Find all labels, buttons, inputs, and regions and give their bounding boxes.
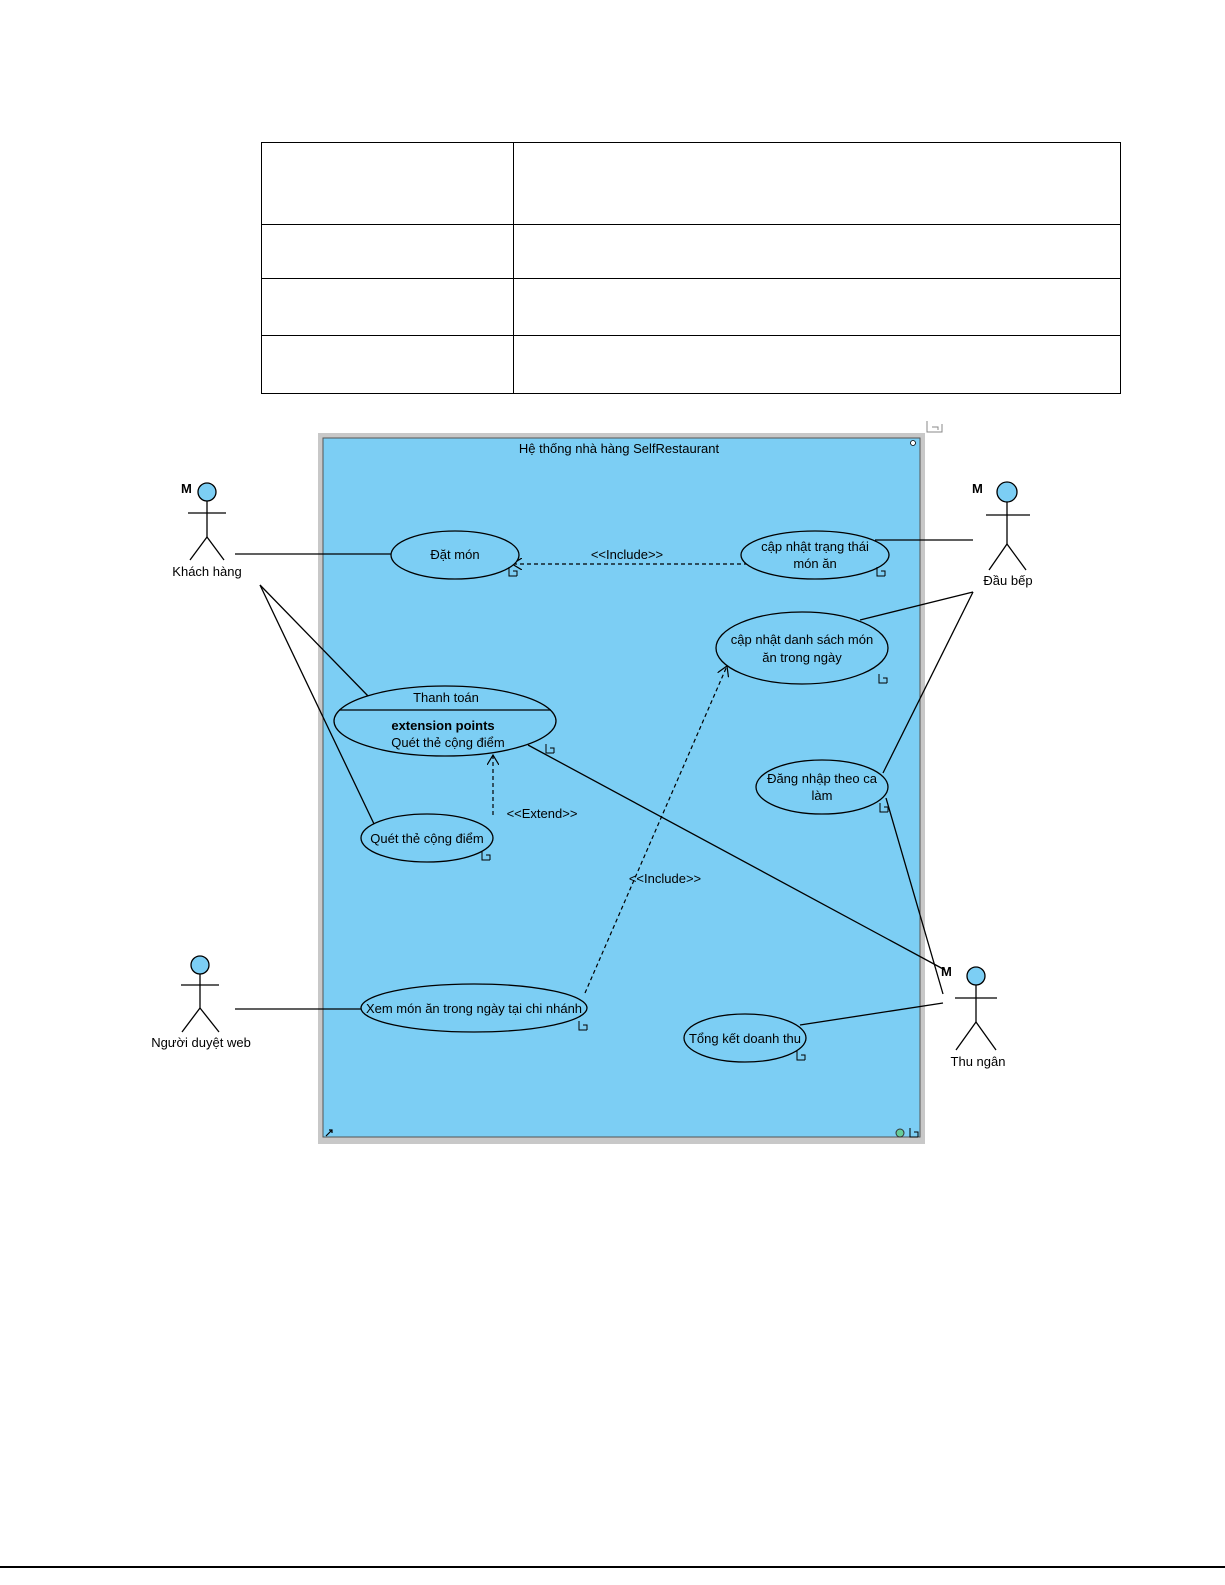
actor-marker: M [941,964,952,979]
system-title: Hệ thống nhà hàng SelfRestaurant [519,441,720,456]
actor-nguoi-duyet-web[interactable]: Người duyệt web [151,955,251,1050]
assoc-khachhang-thanhtoan [259,584,370,698]
actor-label: Thu ngân [951,1054,1006,1069]
usecase-dat-mon[interactable]: Đặt món [390,530,520,580]
table-cell [261,335,514,394]
usecase-tong-ket-doanh-thu[interactable]: Tổng kết doanh thu [683,1013,807,1063]
usecase-label: Đặt món [430,547,479,562]
actor-label: Khách hàng [172,564,241,579]
table-cell [261,224,514,279]
assoc-thungan-thanhtoan [527,744,946,971]
usecase-label: cập nhật danh sách món [731,632,873,647]
usecase-label: cập nhật trạng thái [761,539,869,554]
link-glyphs [481,567,889,1061]
table-row [261,278,1121,336]
extend-label: <<Extend>> [507,806,578,821]
usecase-label: làm [812,788,833,803]
actor-label: Người duyệt web [151,1035,251,1050]
actor-label: Đầu bếp [983,573,1032,588]
usecase-label: Đăng nhập theo ca [767,771,878,786]
actor-khach-hang[interactable]: M Khách hàng [172,481,241,579]
usecase-cap-nhat-trang-thai[interactable]: cập nhật trạng thái món ăn [740,530,890,580]
include-label-2: <<Include>> [629,871,701,886]
extension-point-label: Quét thẻ cộng điểm [391,735,504,750]
usecase-label: món ăn [793,556,836,571]
usecase-label: Xem món ăn trong ngày tại chi nhánh [366,1001,582,1016]
table-cell [513,335,1121,394]
usecase-cap-nhat-danh-sach[interactable]: cập nhật danh sách món ăn trong ngày [715,611,889,685]
usecase-label: Thanh toán [413,690,479,705]
usecase-xem-mon-an[interactable]: Xem món ăn trong ngày tại chi nhánh [360,983,588,1033]
link-icon [909,1128,919,1138]
assoc-thungan-dangnhap [885,797,944,995]
assoc-daubep-capnhatdanhsach [859,591,974,621]
extension-points-label: extension points [391,718,494,733]
usecase-label: ăn trong ngày [762,650,842,665]
table-row [261,335,1121,394]
usecase-quet-the-cong-diem[interactable]: Quét thẻ cộng điểm [360,813,494,863]
assoc-thungan-tongket [799,1002,944,1026]
table-cell [261,142,514,225]
assoc-khachhang-quetthe [259,584,376,827]
usecase-thanh-toan[interactable]: Thanh toán extension points Quét thẻ cộn… [333,685,557,757]
actor-thu-ngan[interactable]: M Thu ngân [941,964,1005,1069]
status-circle-icon [895,1128,905,1138]
magnifier-icon [910,440,916,446]
actor-marker: M [972,481,983,496]
table-cell [513,278,1121,336]
include-label-1: <<Include>> [591,547,663,562]
expand-arrow-icon [325,1129,333,1137]
empty-table [261,142,1121,394]
usecase-label: Quét thẻ cộng điểm [370,831,483,846]
resize-corner-icon [926,421,943,433]
assoc-daubep-dangnhap [882,591,974,774]
usecase-dang-nhap-theo-ca[interactable]: Đăng nhập theo ca làm [755,759,889,815]
include-xemmonan-capnhatdanhsach [584,666,727,994]
actor-dau-bep[interactable]: M Đầu bếp [972,481,1033,588]
usecase-label: Tổng kết doanh thu [689,1031,801,1046]
page-bottom-rule [0,1566,1225,1568]
actor-marker: M [181,481,192,496]
